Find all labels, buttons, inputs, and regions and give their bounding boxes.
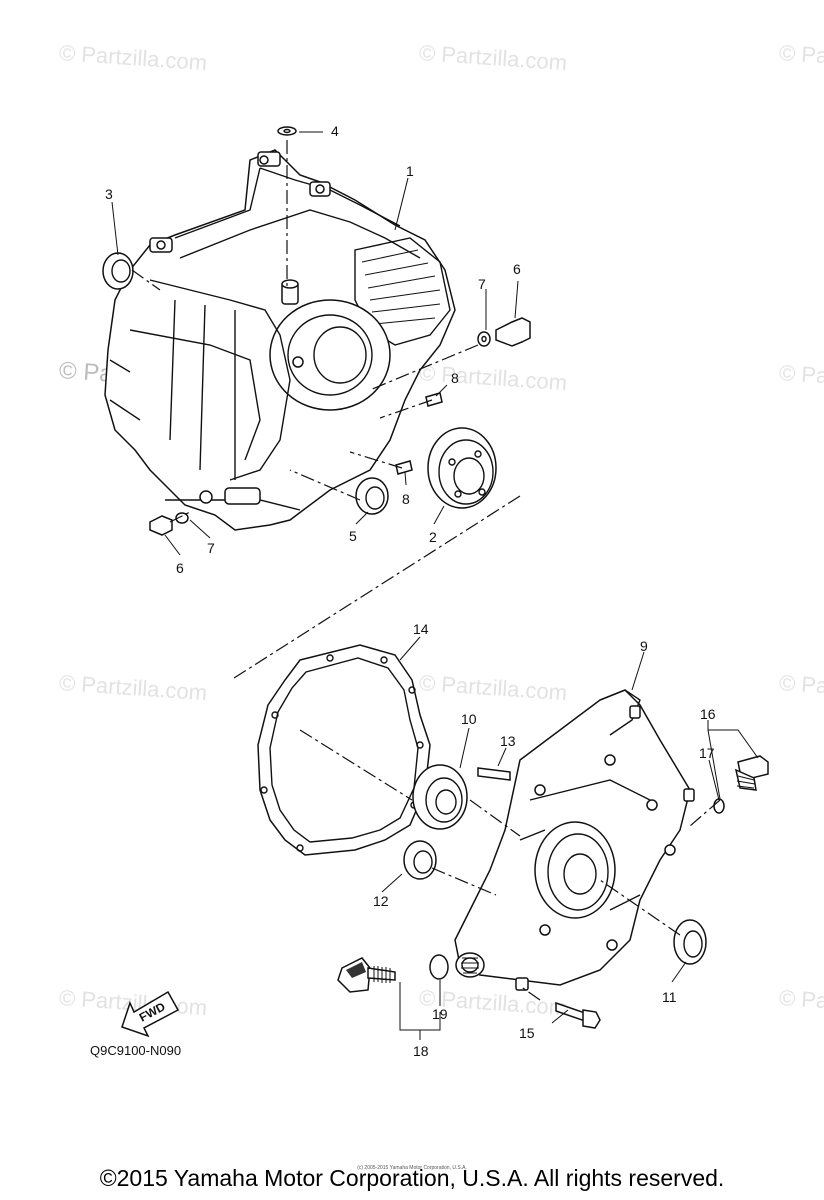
callout-9: 9	[640, 638, 648, 654]
callout-3: 3	[105, 186, 113, 202]
oil-seal-part-10	[412, 764, 468, 830]
washer-part-4	[277, 126, 297, 136]
diagram-code: Q9C9100-N090	[90, 1043, 182, 1058]
callout-5: 5	[349, 528, 357, 544]
crankcase-assembly	[104, 149, 456, 531]
copyright-notice: ©2015 Yamaha Motor Corporation, U.S.A. A…	[99, 1165, 725, 1191]
callout-17: 17	[699, 745, 715, 761]
callout-4: 4	[331, 123, 339, 139]
callout-13: 13	[500, 733, 516, 749]
callout-11: 11	[662, 989, 677, 1005]
o-ring-part-19	[429, 954, 449, 980]
callout-15: 15	[519, 1025, 535, 1041]
callout-18: 18	[413, 1043, 429, 1059]
callout-8: 8	[402, 491, 410, 507]
callout-6: 6	[176, 560, 184, 576]
callout-19: 19	[432, 1006, 448, 1022]
callout-2: 2	[429, 529, 437, 545]
callout-8: 8	[451, 370, 459, 386]
dowel-pin-part-13	[477, 767, 511, 781]
dowel-pin-part-8	[395, 392, 443, 475]
leader-lines	[111, 131, 759, 1040]
drain-bolt-part-6	[495, 317, 531, 347]
bolt-part-15	[555, 1001, 601, 1029]
bearing-part-2	[427, 427, 497, 509]
callout-7: 7	[207, 540, 215, 556]
callout-10: 10	[461, 711, 477, 727]
oil-seal-part-11	[673, 919, 707, 965]
drain-bolt-lower-part-6	[149, 512, 189, 536]
callout-1: 1	[406, 163, 414, 179]
washer-part-7	[477, 331, 491, 347]
dipstick-part-18	[337, 957, 396, 993]
fine-print-copyright: (c) 2005-2015 Yamaha Motor Corporation, …	[357, 1165, 467, 1171]
callout-7: 7	[478, 276, 486, 292]
fwd-arrow-icon: FWD	[121, 990, 180, 1038]
crankcase-cover-part-9	[454, 689, 695, 991]
callout-14: 14	[413, 621, 429, 637]
gasket-part-14	[257, 644, 431, 856]
plug-part-16	[734, 755, 769, 791]
oil-seal-part-12	[403, 840, 437, 880]
oil-seal-part-5	[355, 477, 389, 515]
callout-12: 12	[373, 893, 389, 909]
oil-seal-part-3	[102, 252, 134, 290]
callout-6: 6	[513, 261, 521, 277]
alignment-lines	[131, 140, 721, 1001]
callout-16: 16	[700, 706, 716, 722]
